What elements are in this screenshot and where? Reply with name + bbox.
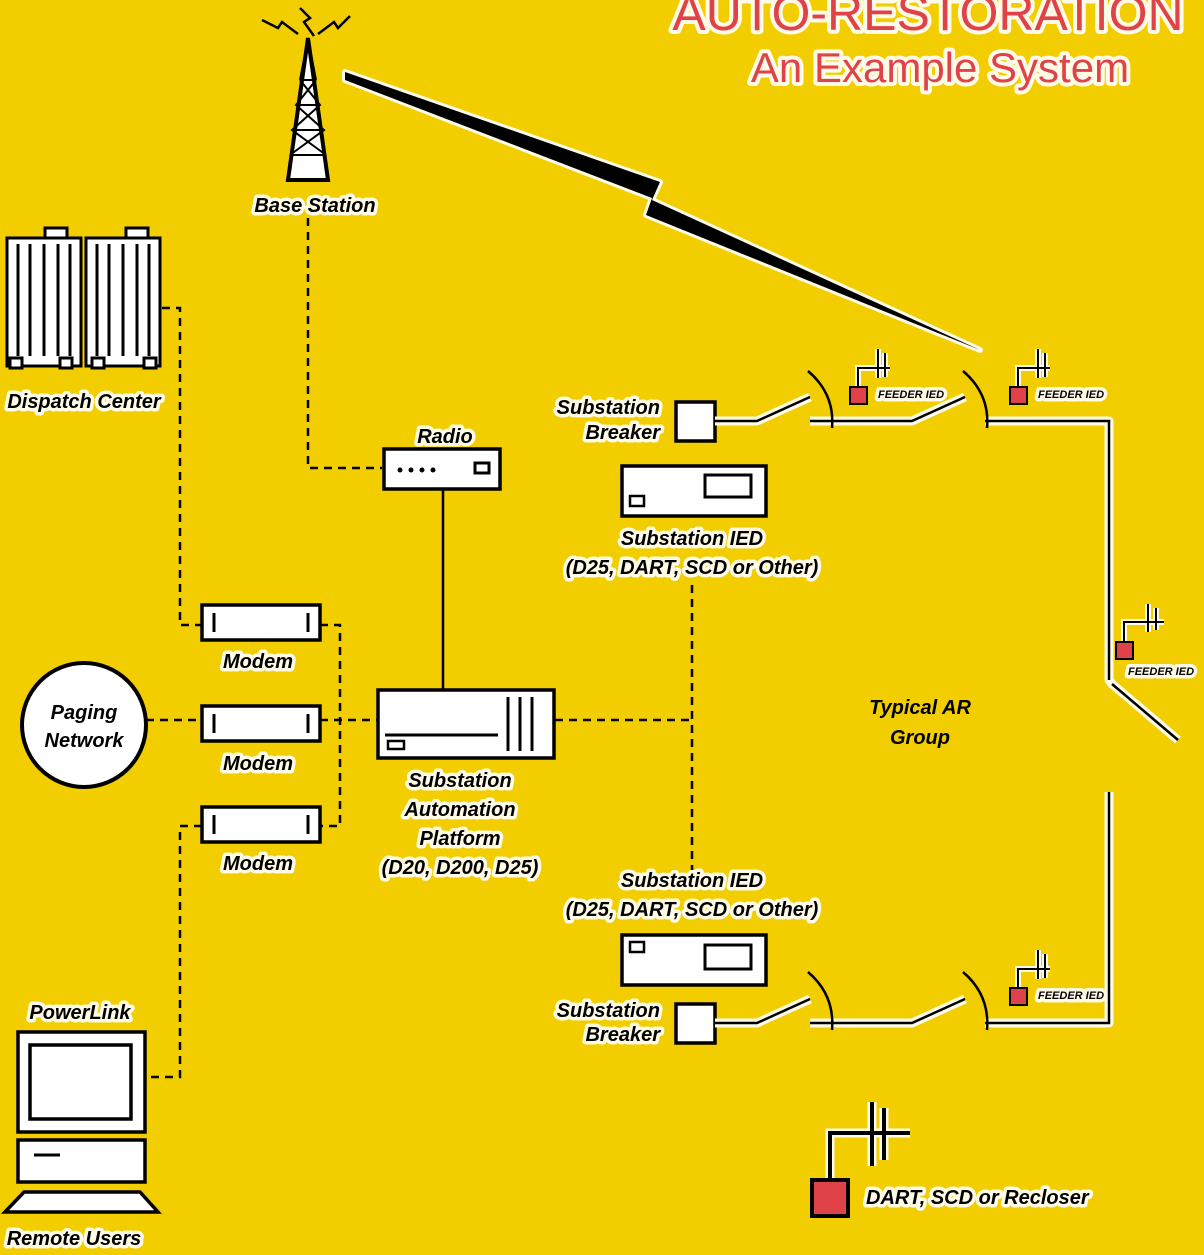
substation-breaker-label: Substation: [557, 397, 660, 419]
substation-ied-models: (D25, DART, SCD or Other): [566, 557, 819, 579]
feeder-ied-icon: [1009, 950, 1050, 1006]
diagram-title: AUTO-RESTORATION: [672, 0, 1183, 41]
dashed-links: [145, 218, 694, 1079]
modem-label: Modem: [223, 651, 293, 673]
radio-label: Radio: [417, 426, 473, 448]
substation-ied-icon: [620, 933, 768, 987]
paging-network-label: Network: [45, 730, 125, 752]
modem-icon: [200, 603, 322, 642]
base-station-label: Base Station: [254, 195, 375, 217]
modem-icon: [200, 805, 322, 844]
paging-network-label: Paging: [51, 702, 118, 724]
feeder-lines: [715, 370, 1179, 1031]
powerlink-label: PowerLink: [29, 1002, 131, 1024]
computer-icon: [0, 1030, 162, 1214]
feeder-ied-icon: [1009, 349, 1050, 405]
modem-icon: [200, 704, 322, 743]
feeder-ied-icon: [849, 349, 890, 405]
base-station-tower-icon: [261, 7, 351, 182]
diagram-subtitle: An Example System: [751, 44, 1129, 91]
automation-platform-label: Automation: [403, 799, 515, 821]
feeder-ied-label: FEEDER IED: [1128, 666, 1194, 678]
substation-breaker-label: Breaker: [585, 422, 661, 444]
substation-breaker-icon: [674, 400, 717, 443]
feeder-ied-label: FEEDER IED: [1038, 990, 1104, 1002]
substation-breaker-icon: [674, 1002, 717, 1045]
automation-platform-icon: [376, 688, 556, 760]
feeder-ied-icon: [1115, 604, 1164, 660]
substation-ied-icon: [620, 464, 768, 518]
dispatch-center-label: Dispatch Center: [7, 391, 162, 413]
ar-group-label: Typical AR: [869, 697, 971, 719]
remote-users-label: Remote Users: [7, 1228, 142, 1250]
modem-label: Modem: [223, 853, 293, 875]
substation-breaker-label: Substation: [557, 1000, 660, 1022]
legend-label: DART, SCD or Recloser: [866, 1187, 1090, 1209]
modem-label: Modem: [223, 753, 293, 775]
automation-platform-label: (D20, D200, D25): [382, 857, 539, 879]
feeder-ied-label: FEEDER IED: [1038, 389, 1104, 401]
substation-ied-label: Substation IED: [621, 528, 763, 550]
dispatch-center-icon: [5, 226, 162, 370]
ar-group-label: Group: [890, 727, 950, 749]
automation-platform-label: Platform: [419, 828, 500, 850]
substation-ied-models: (D25, DART, SCD or Other): [566, 899, 819, 921]
legend-recloser-icon: [810, 1102, 910, 1218]
automation-platform-label: Substation: [408, 770, 511, 792]
substation-ied-label: Substation IED: [621, 870, 763, 892]
substation-breaker-label: Breaker: [585, 1024, 661, 1046]
radio-device-icon: [382, 447, 502, 491]
feeder-ied-label: FEEDER IED: [878, 389, 944, 401]
paging-network-icon: [20, 661, 148, 789]
